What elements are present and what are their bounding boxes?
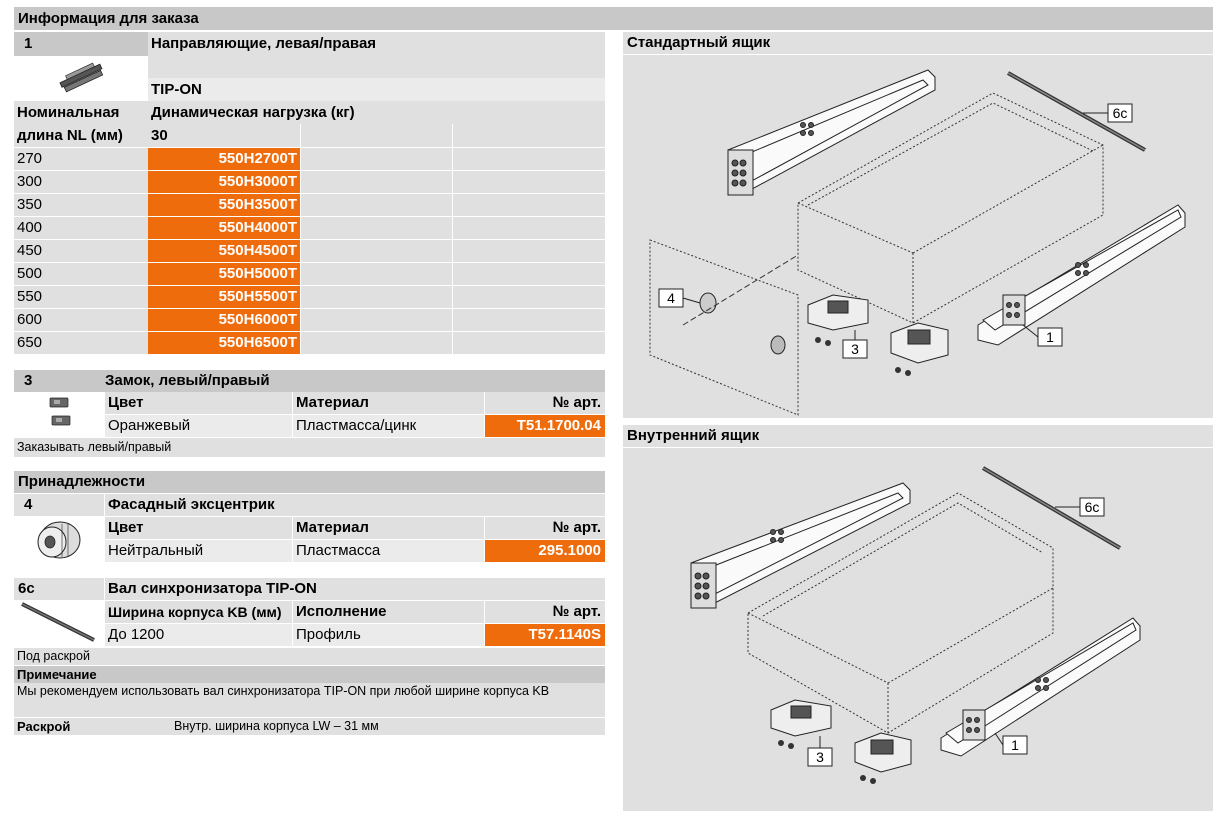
sync-shaft-title: Вал синхронизатора TIP-ON — [105, 578, 605, 600]
article-number: 550H5500T — [148, 286, 300, 308]
nominal-length: 450 — [14, 240, 148, 262]
order-info-header: Информация для заказа — [14, 7, 1213, 30]
col-dynamic-load: Динамическая нагрузка (кг) — [148, 101, 605, 124]
lock-title: Замок, левый/правый — [105, 372, 270, 389]
inner-drawer-panel: 6c 3 1 — [623, 448, 1213, 811]
col-nominal-length: Номинальная длина NL (мм) — [14, 101, 148, 147]
note-text: Мы рекомендуем использовать вал синхрони… — [14, 683, 605, 717]
inner-drawer-title: Внутренний ящик — [623, 425, 1213, 447]
col-material: Материал — [293, 517, 484, 539]
lock-color: Оранжевый — [105, 415, 292, 437]
nominal-length: 550 — [14, 286, 148, 308]
article-number: 550H4000T — [148, 217, 300, 239]
lock-material: Пластмасса/цинк — [293, 415, 484, 437]
article-number: 550H3500T — [148, 194, 300, 216]
article-number: 550H6000T — [148, 309, 300, 331]
runner-image — [14, 56, 148, 102]
nominal-length: 270 — [14, 148, 148, 170]
lock-section: 3 Замок, левый/правый Цвет Материал № ар… — [14, 370, 605, 460]
runners-title: Направляющие, левая/правая — [148, 32, 605, 78]
section-number: 4 — [24, 496, 33, 513]
callout-3: 3 — [816, 749, 824, 765]
sync-shaft-art-number: T57.1140S — [485, 624, 605, 646]
note-label: Примечание — [14, 666, 605, 683]
callout-1: 1 — [1046, 329, 1054, 345]
nominal-length: 600 — [14, 309, 148, 331]
lock-art-number: T51.1700.04 — [485, 415, 605, 437]
callout-1: 1 — [1011, 737, 1019, 753]
eccentric-section: 4 Фасадный эксцентрик Цвет Материал № ар… — [14, 494, 605, 564]
standard-drawer-title: Стандартный ящик — [623, 32, 1213, 54]
col-art: № арт. — [485, 601, 605, 623]
section-number: 6c — [18, 580, 35, 597]
article-number: 550H4500T — [148, 240, 300, 262]
variant-label: TIP-ON — [148, 78, 605, 101]
col-color: Цвет — [105, 517, 292, 539]
eccentric-art-number: 295.1000 — [485, 540, 605, 562]
nominal-length: 300 — [14, 171, 148, 193]
sync-shaft-execution: Профиль — [293, 624, 484, 646]
inner-drawer-diagram: 6c 3 1 — [690, 466, 1141, 784]
callout-3: 3 — [851, 341, 859, 357]
nominal-length: 400 — [14, 217, 148, 239]
runners-section: 1 Направляющие, левая/правая TIP-ON Номи… — [14, 32, 605, 355]
section-number: 3 — [24, 372, 33, 389]
col-art: № арт. — [485, 517, 605, 539]
col-execution: Исполнение — [293, 601, 484, 623]
lock-order-note: Заказывать левый/правый — [14, 438, 605, 457]
standard-drawer-diagram: 6c 4 3 1 — [649, 69, 1186, 416]
col-width: Ширина корпуса KB (мм) — [105, 601, 292, 623]
nominal-length: 350 — [14, 194, 148, 216]
section-number: 1 — [24, 35, 33, 52]
eccentric-title: Фасадный эксцентрик — [105, 494, 605, 516]
article-number: 550H6500T — [148, 332, 300, 354]
sync-shaft-image — [14, 600, 104, 646]
sync-shaft-section: 6c Вал синхронизатора TIP-ON Ширина корп… — [14, 578, 605, 648]
cut-text: Внутр. ширина корпуса LW – 31 мм — [174, 719, 379, 733]
nominal-length: 500 — [14, 263, 148, 285]
col-color: Цвет — [105, 392, 292, 414]
article-number: 550H3000T — [148, 171, 300, 193]
accessories-header: Принадлежности — [14, 471, 605, 493]
cut-note: Под раскрой — [14, 648, 605, 665]
eccentric-image — [14, 516, 104, 562]
callout-4: 4 — [667, 290, 675, 306]
eccentric-material: Пластмасса — [293, 540, 484, 562]
standard-drawer-panel: 6c 4 3 1 — [623, 55, 1213, 418]
cut-label: Раскрой — [17, 719, 71, 734]
lock-image — [14, 392, 104, 436]
article-number: 550H5000T — [148, 263, 300, 285]
load-value: 30 — [148, 124, 300, 147]
callout-6c: 6c — [1085, 499, 1100, 515]
cut-row: Раскрой Внутр. ширина корпуса LW – 31 мм — [14, 718, 605, 735]
col-material: Материал — [293, 392, 484, 414]
eccentric-color: Нейтральный — [105, 540, 292, 562]
nominal-length: 650 — [14, 332, 148, 354]
callout-6c: 6c — [1113, 105, 1128, 121]
sync-shaft-width: До 1200 — [105, 624, 292, 646]
col-art: № арт. — [485, 392, 605, 414]
article-number: 550H2700T — [148, 148, 300, 170]
